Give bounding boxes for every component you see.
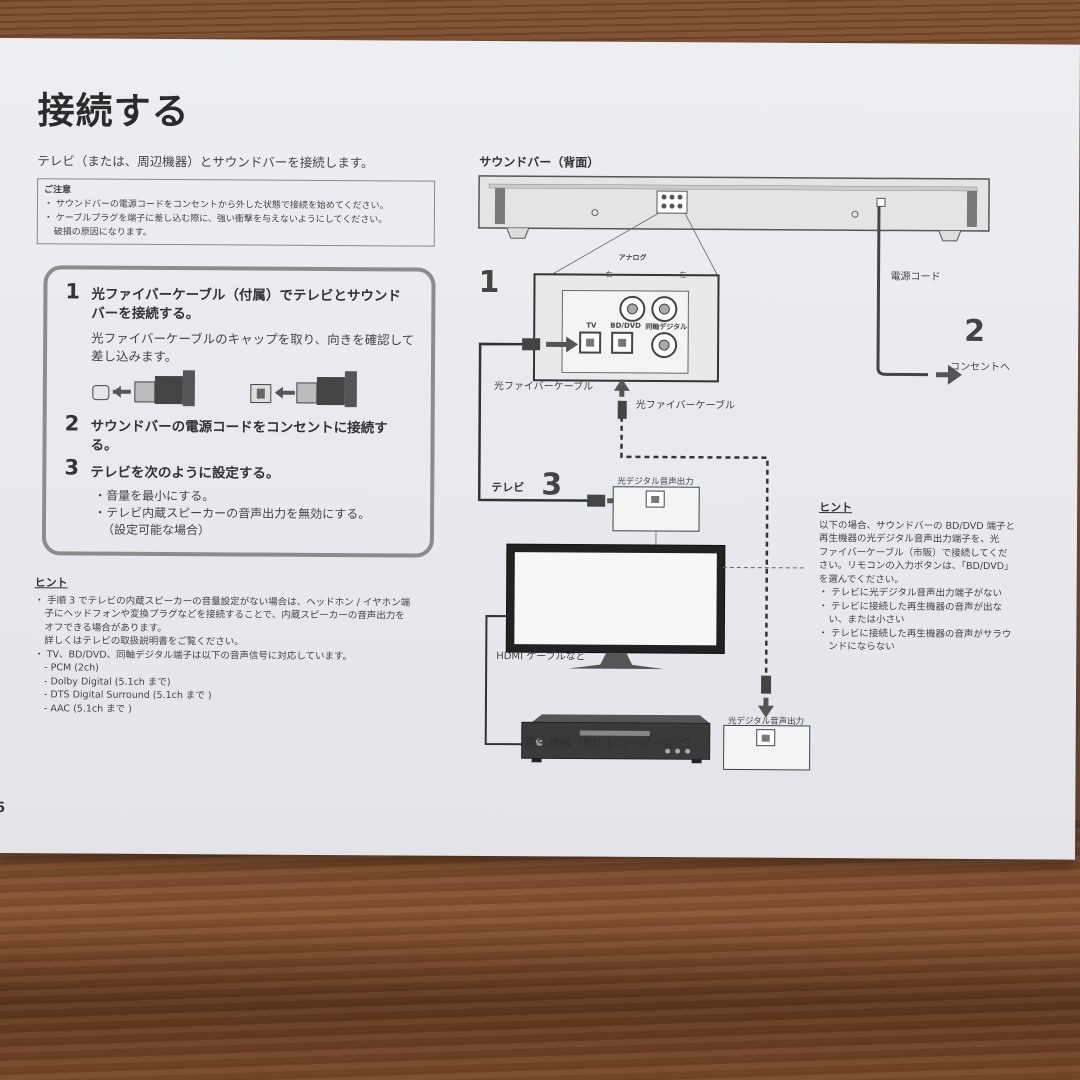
power-cord-label: 電源コード	[890, 271, 941, 283]
step-2-marker: 2	[964, 313, 986, 350]
caution-box: ご注意 ・ サウンドバーの電源コードをコンセントから外した状態で接続を始めてくだ…	[36, 178, 436, 247]
arrow-up-icon	[613, 378, 630, 391]
tv-illustration	[505, 543, 726, 670]
step-text: テレビを次のように設定する。	[90, 464, 280, 482]
step-bullets: ・音量を最小にする。 ・テレビ内蔵スピーカーの音声出力を無効にする。 （設定可能…	[94, 488, 370, 541]
player-optical-out-port	[723, 724, 811, 771]
soundbar-rear	[478, 175, 990, 242]
hdmi-cable	[484, 614, 522, 746]
hint-heading: ヒント	[819, 501, 853, 515]
arrow-right-icon	[566, 336, 579, 353]
player-label: 再生機器（BD レコーダーなど）	[525, 735, 698, 751]
hint-line: 再生機器の光デジタル音声出力端子を、光	[818, 533, 1000, 546]
hdmi-label: HDMI ケーブルなど	[496, 651, 586, 663]
step-text-line: サウンドバーの電源コードをコンセントに接続す	[90, 418, 388, 437]
hint-left: ヒント ・ 手順 3 でテレビの内蔵スピーカーの音量設定がない場合は、ヘッドホン…	[34, 576, 445, 718]
port-tv-label: TV	[586, 321, 597, 330]
right-label: 右	[605, 270, 613, 279]
hint-line: ンドにならない	[828, 641, 895, 653]
page-number: 6	[0, 799, 6, 817]
optical-cable-label: 光ファイバーケーブル	[493, 381, 594, 393]
caution-line: 破損の原因になります。	[53, 227, 152, 238]
tv-label: テレビ	[491, 481, 525, 495]
cable-insert-icon	[250, 371, 357, 408]
step-text: 光ファイバーケーブル（付属）でテレビとサウンド バーを接続する。	[91, 286, 401, 326]
hint-heading: ヒント	[34, 576, 68, 590]
step-bullet: ・音量を最小にする。	[94, 488, 215, 504]
steps-box: 1 光ファイバーケーブル（付属）でテレビとサウンド バーを接続する。 光ファイバ…	[41, 265, 436, 558]
hint-line: ファイバーケーブル（市販）で接続してくだ	[818, 546, 1008, 559]
hint-right: ヒント 以下の場合、サウンドバーの BD/DVD 端子と 再生機器の光デジタル音…	[818, 501, 1029, 655]
step-number: 1	[65, 279, 81, 304]
terminal-panel	[532, 273, 720, 383]
hint-line: ・ テレビに接続した再生機器の音声がサラウ	[818, 627, 1012, 640]
hint-line: を選んでください。	[818, 573, 904, 586]
step-subtext-line: 差し込みます。	[91, 348, 178, 365]
port-coax-label: 同軸デジタル	[645, 322, 688, 332]
step-number: 3	[64, 455, 80, 480]
power-cord	[876, 206, 928, 377]
cable-cap-illustration	[92, 370, 357, 408]
step-bullet: （設定可能な場合）	[101, 522, 211, 538]
hint-line: さい。リモコンの入力ボタンは、「BD/DVD」	[818, 560, 1014, 573]
port-bd-label: BD/DVD	[610, 321, 642, 330]
manual-page: 接続する テレビ（または、周辺機器）とサウンドバーを接続します。 ご注意 ・ サ…	[0, 38, 1080, 860]
step-1-marker: 1	[478, 264, 500, 301]
cap-removal-icon	[92, 370, 195, 407]
step-text-line: る。	[90, 437, 118, 454]
hint-line: - AAC (5.1ch まで )	[43, 702, 132, 715]
page-title: 接続する	[37, 89, 190, 134]
connection-diagram	[477, 175, 990, 771]
analog-label: アナログ	[618, 253, 647, 262]
outlet-label: コンセントへ	[949, 361, 1011, 374]
step-subtext-line: 光ファイバーケーブルのキャップを取り、向きを確認して	[91, 330, 415, 348]
player-optical-out-label: 光デジタル音声出力	[727, 716, 805, 727]
hint-line: い、または小さい	[828, 614, 905, 626]
optical-cable-bd	[620, 416, 769, 688]
arrow-right-icon	[947, 364, 962, 385]
step-text-line: バーを接続する。	[91, 305, 200, 323]
hint-line: ・ テレビに光デジタル音声出力端子がない	[818, 587, 1003, 600]
step-number: 2	[64, 411, 80, 436]
wooden-table-bottom	[0, 820, 1080, 1080]
step-text: サウンドバーの電源コードをコンセントに接続す る。	[90, 418, 387, 458]
step-subtext: 光ファイバーケーブルのキャップを取り、向きを確認して 差し込みます。	[91, 330, 414, 368]
hint-line: ・ テレビに接続した再生機器の音声が出な	[818, 600, 1003, 613]
step-text-line: 光ファイバーケーブル（付属）でテレビとサウンド	[91, 286, 401, 305]
hint-line: 以下の場合、サウンドバーの BD/DVD 端子と	[819, 519, 1016, 532]
tv-optical-out-label: 光デジタル音声出力	[617, 476, 694, 488]
left-label: 左	[679, 271, 687, 280]
player-illustration	[521, 714, 711, 764]
optical-cable-label: 光ファイバーケーブル	[635, 399, 736, 412]
step-bullet: ・テレビ内蔵スピーカーの音声出力を無効にする。	[94, 505, 371, 522]
arrow-down-icon	[757, 705, 774, 718]
step-3-marker: 3	[541, 467, 563, 503]
intro-text: テレビ（または、周辺機器）とサウンドバーを接続します。	[37, 153, 374, 171]
optical-cable-tv	[477, 342, 598, 502]
